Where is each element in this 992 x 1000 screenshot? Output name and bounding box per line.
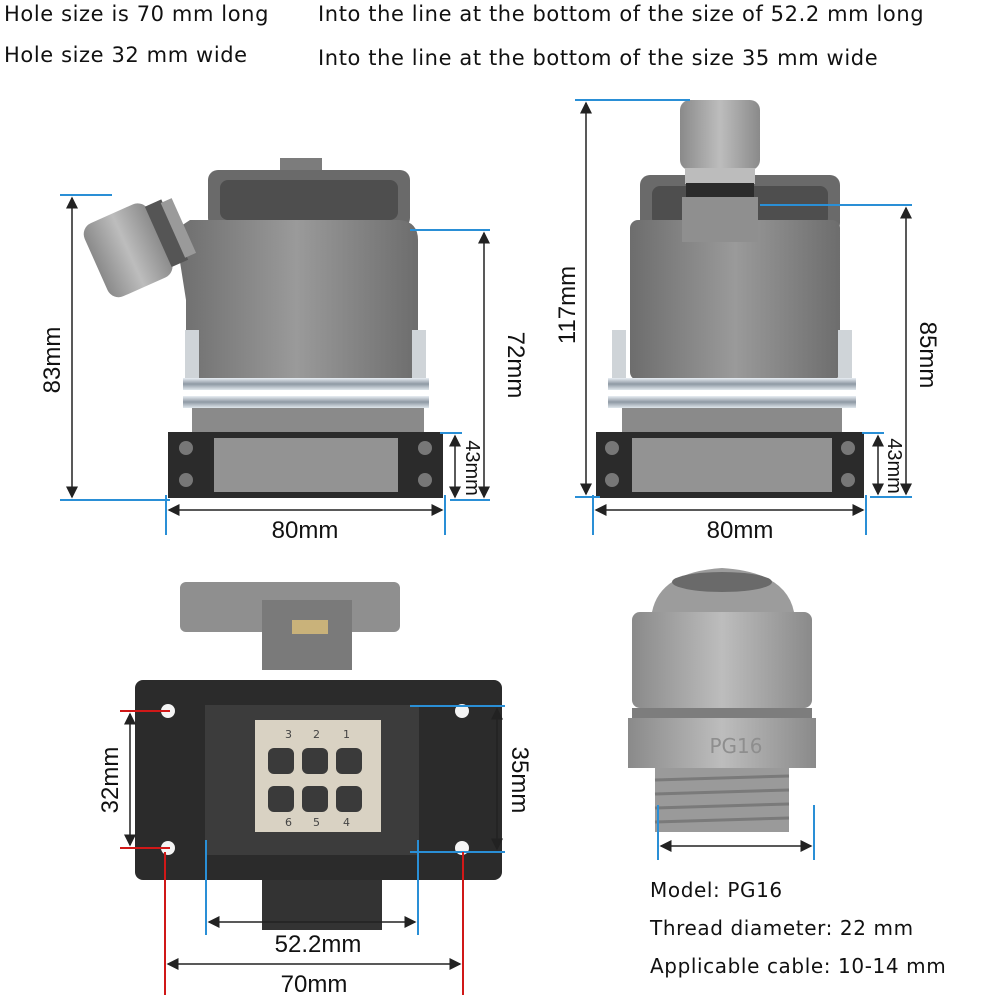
- front-height-total-label: 117mm: [554, 266, 581, 344]
- front-view-dimensions: [575, 99, 912, 535]
- gland-thread-dimension: [657, 805, 815, 860]
- side-view-dimensions: [60, 194, 490, 535]
- side-height-total-label: 83mm: [39, 327, 66, 394]
- gland-thread-diameter: Thread diameter: 22 mm: [650, 916, 914, 940]
- bottom-view-dimensions: [120, 705, 505, 995]
- bottom-line-width-label: 52.2mm: [275, 931, 362, 958]
- front-height-base-label: 43mm: [883, 438, 905, 494]
- side-width-label: 80mm: [272, 517, 339, 544]
- bottom-hole-height-label: 32mm: [97, 747, 124, 814]
- gland-applicable-cable: Applicable cable: 10-14 mm: [650, 954, 947, 978]
- front-view-connector: [596, 100, 864, 498]
- bottom-line-height-label: 35mm: [506, 747, 533, 814]
- header-hole-wide: Hole size 32 mm wide: [4, 43, 248, 67]
- side-height-hood-label: 72mm: [502, 332, 529, 399]
- side-height-base-label: 43mm: [461, 440, 483, 496]
- pin-label: 4: [343, 816, 350, 829]
- front-width-label: 80mm: [707, 517, 774, 544]
- gland-model: Model: PG16: [650, 878, 783, 902]
- pin-label: 5: [313, 816, 320, 829]
- front-height-hood-label: 85mm: [914, 322, 941, 389]
- pin-label: 3: [285, 728, 292, 741]
- bottom-hole-width-label: 70mm: [281, 971, 348, 998]
- side-view-connector: [83, 158, 443, 498]
- header-hole-long: Hole size is 70 mm long: [4, 2, 270, 26]
- header-line-wide: Into the line at the bottom of the size …: [318, 46, 879, 70]
- bottom-view-connector: [135, 582, 502, 930]
- pin-label: 6: [285, 816, 292, 829]
- cable-gland-pg16: [628, 568, 816, 832]
- pin-label: 1: [343, 728, 350, 741]
- header-line-long: Into the line at the bottom of the size …: [318, 2, 925, 26]
- gland-marking: PG16: [709, 734, 762, 758]
- pin-label: 2: [313, 728, 320, 741]
